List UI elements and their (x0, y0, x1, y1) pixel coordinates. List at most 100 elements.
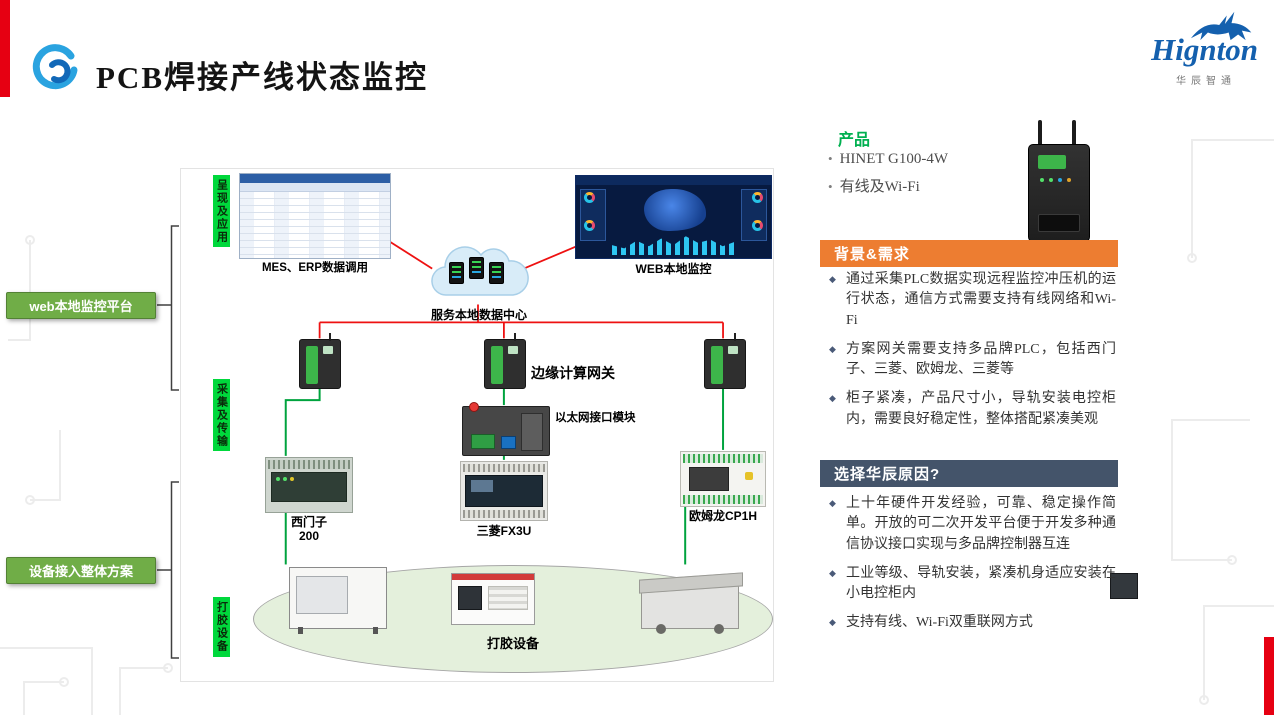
item-text: 支持有线、Wi-Fi双重联网方式 (846, 615, 1033, 631)
antenna-icon (1072, 120, 1076, 146)
brand-chinese-name: 华辰智通 (1176, 76, 1236, 87)
stage-tag-presentation: 呈现及应用 (213, 175, 230, 247)
dashboard-map (644, 189, 706, 231)
mes-caption: MES、ERP数据调用 (261, 262, 369, 274)
mitsubishi-caption: 三菱FX3U (476, 524, 532, 538)
antenna-icon (329, 333, 331, 341)
item-text: 通过采集PLC数据实现远程监控冲压机的运行状态，通信方式需要支持有线网络和Wi-… (846, 272, 1116, 328)
omron-plc-image (680, 451, 766, 507)
architecture-diagram: 呈现及应用 采集及传输 打胶设备 MES、ERP数据调用 WEB本地监控 (180, 168, 1138, 682)
machine-stripe (452, 574, 534, 580)
machine-leg (373, 627, 378, 634)
terminal-strip (683, 495, 763, 504)
mes-erp-screenshot (239, 173, 391, 259)
red-accent-bar-top-left (0, 0, 10, 97)
diamond-bullet-icon: ◆ (829, 567, 836, 578)
ethernet-module-image (462, 402, 550, 456)
server-icon (489, 262, 504, 284)
machine-grill (488, 586, 528, 610)
diamond-bullet-icon: ◆ (829, 343, 836, 354)
server-icon (469, 257, 484, 279)
terminal-port-icon (471, 434, 495, 449)
product-item: • HINET G100-4W (828, 151, 948, 168)
mitsubishi-plc-image (460, 461, 548, 521)
background-items: ◆ 通过采集PLC数据实现远程监控冲压机的运行状态，通信方式需要支持有线网络和W… (820, 270, 1118, 439)
control-panel (1110, 573, 1138, 599)
omron-caption: 欧姆龙CP1H (688, 509, 757, 523)
brand-wordmark: Hignton (1151, 32, 1258, 67)
list-item: ◆ 柜子紧凑，产品尺寸小，导轨安装电控柜内，需要良好稳定性，整体搭配紧凑美观 (820, 389, 1118, 430)
antenna-icon (1038, 120, 1042, 146)
bullet-dot-icon: • (828, 179, 833, 194)
ethernet-port-icon (501, 436, 516, 449)
red-accent-bar-bottom-right (1264, 637, 1274, 715)
device-body (1028, 144, 1090, 242)
plc-indicator-icon (745, 472, 753, 480)
donut-chart-icon (752, 220, 763, 231)
led-indicators-icon (276, 477, 280, 481)
siemens-caption: 西门子 200 (253, 515, 365, 544)
machine-window (296, 576, 348, 614)
connector-wires (284, 239, 725, 565)
stage-tag-gluing: 打胶设备 (213, 597, 230, 657)
edge-gateway-image (299, 333, 341, 389)
terminal-strip (268, 460, 350, 469)
web-caption: WEB本地监控 (635, 262, 712, 276)
device-label (1038, 155, 1066, 169)
machines-caption: 打胶设备 (486, 636, 539, 651)
diamond-bullet-icon: ◆ (829, 393, 836, 404)
siemens-caption-line1: 西门子 (290, 515, 327, 529)
hinet-gateway-product-image (1026, 120, 1092, 242)
list-item: ◆ 方案网关需要支持多品牌PLC，包括西门子、三菱、欧姆龙、三菱等 (820, 340, 1118, 381)
cloud-caption: 服务本地数据中心 (430, 308, 527, 322)
antelope-icon (1190, 11, 1252, 41)
info-panel: 产品 • HINET G100-4W • 有线及Wi-Fi 背景&需求 ◆ 通过采集… (820, 118, 1118, 688)
glue-machine-image (451, 573, 535, 625)
machine-leg (298, 627, 303, 634)
brand-logo: Hignton 华辰智通 (1088, 8, 1264, 100)
terminal-strip (683, 454, 763, 463)
server-icon (449, 262, 464, 284)
company-logo-icon (32, 44, 78, 90)
conveyor-machine-image (639, 572, 743, 634)
plc-face (271, 472, 347, 502)
product-item-text: HINET G100-4W (839, 151, 949, 167)
plc-display (471, 480, 493, 492)
terminal-strip (463, 510, 545, 518)
edge-gateway-image (704, 333, 746, 389)
led-indicators-icon (1040, 178, 1044, 182)
ethernet-caption: 以太网接口模块 (555, 412, 636, 424)
product-item: • 有线及Wi-Fi (828, 175, 920, 196)
dashboard-bar-chart (612, 236, 735, 255)
spreadsheet-toolbar (240, 183, 390, 192)
web-dashboard-screenshot (575, 175, 772, 259)
background-section-header: 背景&需求 (820, 240, 1118, 267)
item-text: 柜子紧凑，产品尺寸小，导轨安装电控柜内，需要良好稳定性，整体搭配紧凑美观 (846, 391, 1116, 427)
device-ports (1038, 214, 1080, 232)
diamond-bullet-icon: ◆ (829, 617, 836, 628)
edge-gateway-image (484, 333, 526, 389)
terminal-strip (463, 464, 545, 472)
device-access-button[interactable]: 设备接入整体方案 (6, 557, 156, 584)
diamond-bullet-icon: ◆ (829, 498, 836, 508)
power-knob-icon (469, 402, 479, 412)
web-platform-button[interactable]: web本地监控平台 (6, 292, 156, 319)
list-item: ◆ 工业等级、导轨安装，紧凑机身适应安装在小电控柜内 (820, 564, 1118, 605)
reason-items: ◆ 上十年硬件开发经验，可靠、稳定操作简单。开放的可二次开发平台便于开发多种通信… (820, 494, 1118, 643)
donut-chart-icon (752, 192, 763, 203)
roller-icon (656, 624, 666, 634)
spreadsheet-titlebar (240, 174, 390, 183)
product-item-text: 有线及Wi-Fi (839, 179, 920, 195)
bullet-dot-icon: • (828, 151, 833, 166)
item-text: 方案网关需要支持多品牌PLC，包括西门子、三菱、欧姆龙、三菱等 (846, 341, 1116, 378)
machine-window (458, 586, 482, 610)
product-section-title: 产品 (838, 132, 871, 149)
dashboard-titlebar (576, 176, 771, 185)
donut-chart-icon (584, 192, 595, 203)
item-text: 上十年硬件开发经验，可靠、稳定操作简单。开放的可二次开发平台便于开发多种通信协议… (846, 496, 1116, 552)
server-cloud (427, 237, 531, 305)
spreadsheet-grid (240, 192, 390, 258)
plc-face (689, 467, 729, 491)
